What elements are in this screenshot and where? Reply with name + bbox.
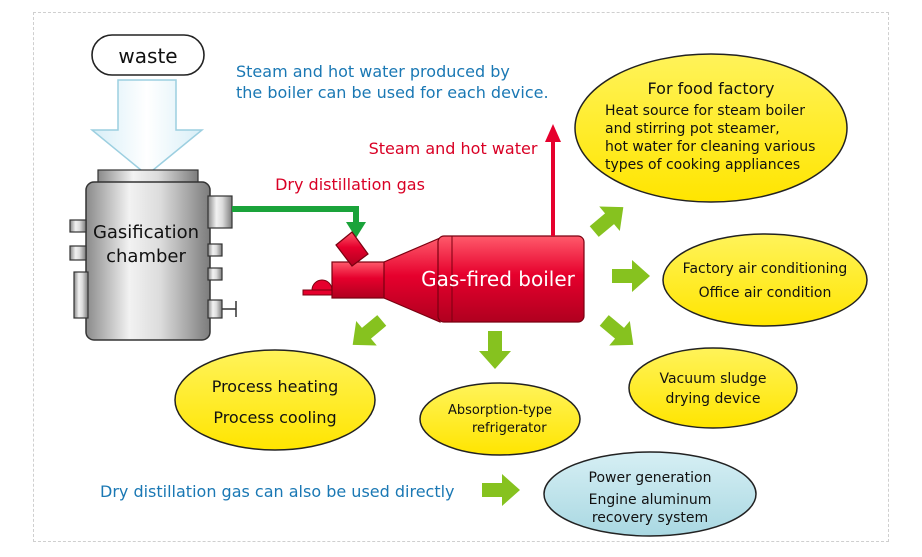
use-vacuum-sludge: Vacuum sludge drying device — [628, 347, 798, 429]
vacuum-line1: Vacuum sludge — [659, 371, 766, 387]
power-line2: Engine aluminum — [589, 492, 712, 508]
process-line1: Process heating — [212, 377, 339, 396]
gasifier-label-line1: Gasification — [93, 222, 199, 243]
waste-label: waste — [118, 44, 177, 68]
food-factory-line4: types of cooking appliances — [605, 157, 800, 173]
steam-note-line1: Steam and hot water produced by — [236, 62, 510, 81]
absorption-line2: refrigerator — [472, 421, 547, 436]
arrow-to-food-factory — [589, 206, 624, 237]
waste-pill — [91, 34, 205, 76]
use-air-conditioning: Factory air conditioning Office air cond… — [662, 233, 868, 327]
absorption-line1: Absorption-type — [448, 403, 552, 418]
use-absorption-refrigerator: Absorption-type refrigerator — [419, 382, 581, 456]
steam-flow-label: Steam and hot water — [369, 139, 538, 158]
waste-input: waste — [91, 34, 205, 76]
arrow-to-process — [352, 315, 387, 346]
power-line3: recovery system — [592, 510, 708, 526]
boiler-label: Gas-fired boiler — [421, 267, 575, 291]
use-process: Process heating Process cooling — [174, 349, 376, 451]
steam-arrowhead — [545, 124, 561, 142]
gas-flow-label: Dry distillation gas — [275, 175, 425, 194]
vacuum-line2: drying device — [665, 391, 760, 407]
gas-fired-boiler: Gas-fired boiler — [302, 231, 585, 323]
gasifier-label-line2: chamber — [106, 246, 186, 267]
use-arrows — [352, 206, 650, 506]
aircon-line1: Factory air conditioning — [683, 261, 848, 277]
use-food-factory: For food factory Heat source for steam b… — [574, 53, 848, 203]
aircon-line2: Office air condition — [699, 285, 832, 301]
arrow-to-vacuum-sludge — [599, 315, 634, 346]
gasification-chamber: Gasification chamber — [69, 169, 237, 341]
waste-down-arrow — [89, 79, 205, 176]
food-factory-line1: Heat source for steam boiler — [605, 103, 805, 119]
diagram-frame — [33, 12, 889, 542]
direct-use-note: Dry distillation gas can also be used di… — [100, 482, 455, 501]
arrow-to-air-conditioning — [612, 260, 650, 292]
food-factory-line2: and stirring pot steamer, — [605, 121, 780, 137]
power-line1: Power generation — [589, 470, 712, 486]
food-factory-title: For food factory — [648, 79, 775, 98]
use-power-generation: Power generation Engine aluminum recover… — [543, 451, 757, 537]
gas-pipe — [232, 206, 359, 225]
process-line2: Process cooling — [213, 408, 336, 427]
arrow-to-absorption-refrigerator — [479, 331, 511, 369]
arrow-to-power-generation — [482, 474, 520, 506]
food-factory-line3: hot water for cleaning various — [605, 139, 815, 155]
gas-pipe-arrowhead — [346, 222, 366, 238]
steam-note-line2: the boiler can be used for each device. — [236, 83, 549, 102]
